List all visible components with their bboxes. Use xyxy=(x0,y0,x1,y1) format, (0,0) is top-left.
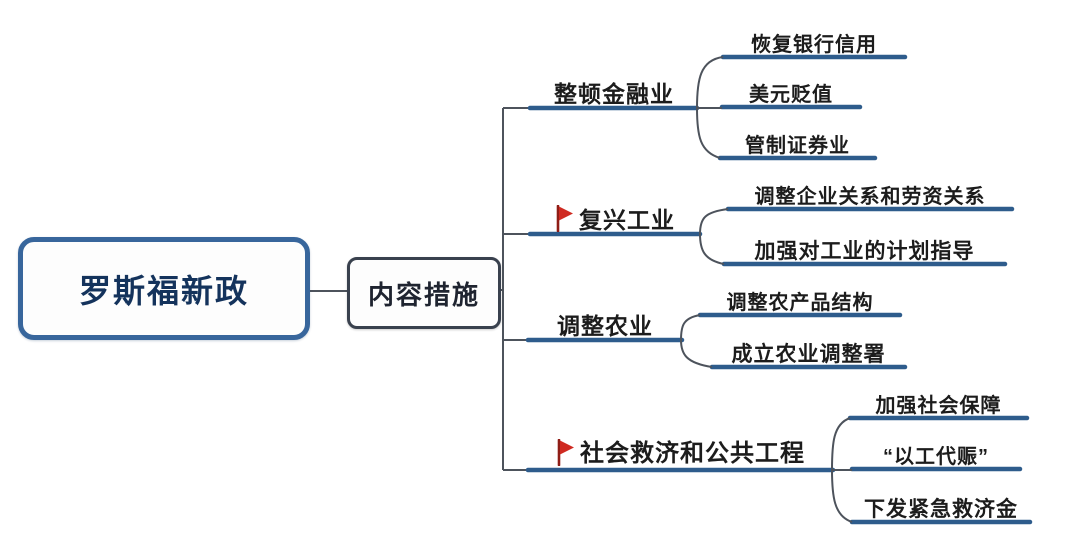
subtopic-emergency-relief-funds[interactable]: 下发紧急救济金 xyxy=(852,490,1030,520)
branch-revive-industry-label: 复兴工业 xyxy=(579,207,675,233)
root-topic[interactable]: 罗斯福新政 xyxy=(18,237,310,340)
subtopic-agricultural-adjustment-administration[interactable]: 成立农业调整署 xyxy=(712,335,905,365)
subtopic-dollar-devaluation[interactable]: 美元贬值 xyxy=(722,75,860,105)
subtopic-planned-guidance-industry[interactable]: 加强对工业的计划指导 xyxy=(724,232,1005,262)
root-topic-label: 罗斯福新政 xyxy=(78,272,249,309)
subtopic-label: 加强对工业的计划指导 xyxy=(754,240,975,263)
branch-adjust-agriculture[interactable]: 调整农业 xyxy=(528,308,682,338)
subtopic-label: 恢复银行信用 xyxy=(751,34,877,56)
subtopic-label: 加强社会保障 xyxy=(875,395,1002,417)
branch-finance[interactable]: 整顿金融业 xyxy=(530,76,698,106)
subtopic-adjust-farm-product-structure[interactable]: 调整农产品结构 xyxy=(700,283,900,313)
subtopic-label: 调整农产品结构 xyxy=(726,292,874,314)
subtopic-label: 管制证券业 xyxy=(745,135,850,157)
branch-social-relief-label: 社会救济和公共工程 xyxy=(580,440,805,467)
subtopic-adjust-enterprise-labor-relations[interactable]: 调整企业关系和劳资关系 xyxy=(728,177,1012,207)
branch-finance-label: 整顿金融业 xyxy=(554,81,674,107)
subtopic-regulate-securities[interactable]: 管制证券业 xyxy=(720,126,875,156)
subtopic-label: 成立农业调整署 xyxy=(731,343,886,366)
hub-topic-label: 内容措施 xyxy=(367,279,480,310)
subtopic-restore-bank-credit[interactable]: 恢复银行信用 xyxy=(723,25,905,55)
branch-revive-industry[interactable]: 复兴工业 xyxy=(530,202,700,232)
hub-topic[interactable]: 内容措施 xyxy=(347,257,501,329)
subtopic-label: 调整企业关系和劳资关系 xyxy=(754,186,986,208)
branch-adjust-agriculture-label: 调整农业 xyxy=(557,313,653,339)
flag-icon xyxy=(555,205,574,232)
subtopic-label: “以工代赈” xyxy=(883,446,989,468)
subtopic-work-for-relief[interactable]: “以工代赈” xyxy=(852,437,1020,467)
subtopic-strengthen-social-security[interactable]: 加强社会保障 xyxy=(850,386,1027,416)
branch-social-relief-public-works[interactable]: 社会救济和公共工程 xyxy=(528,436,833,466)
flag-icon xyxy=(556,439,575,466)
subtopic-label: 美元贬值 xyxy=(749,84,833,106)
subtopic-label: 下发紧急救济金 xyxy=(864,498,1018,521)
